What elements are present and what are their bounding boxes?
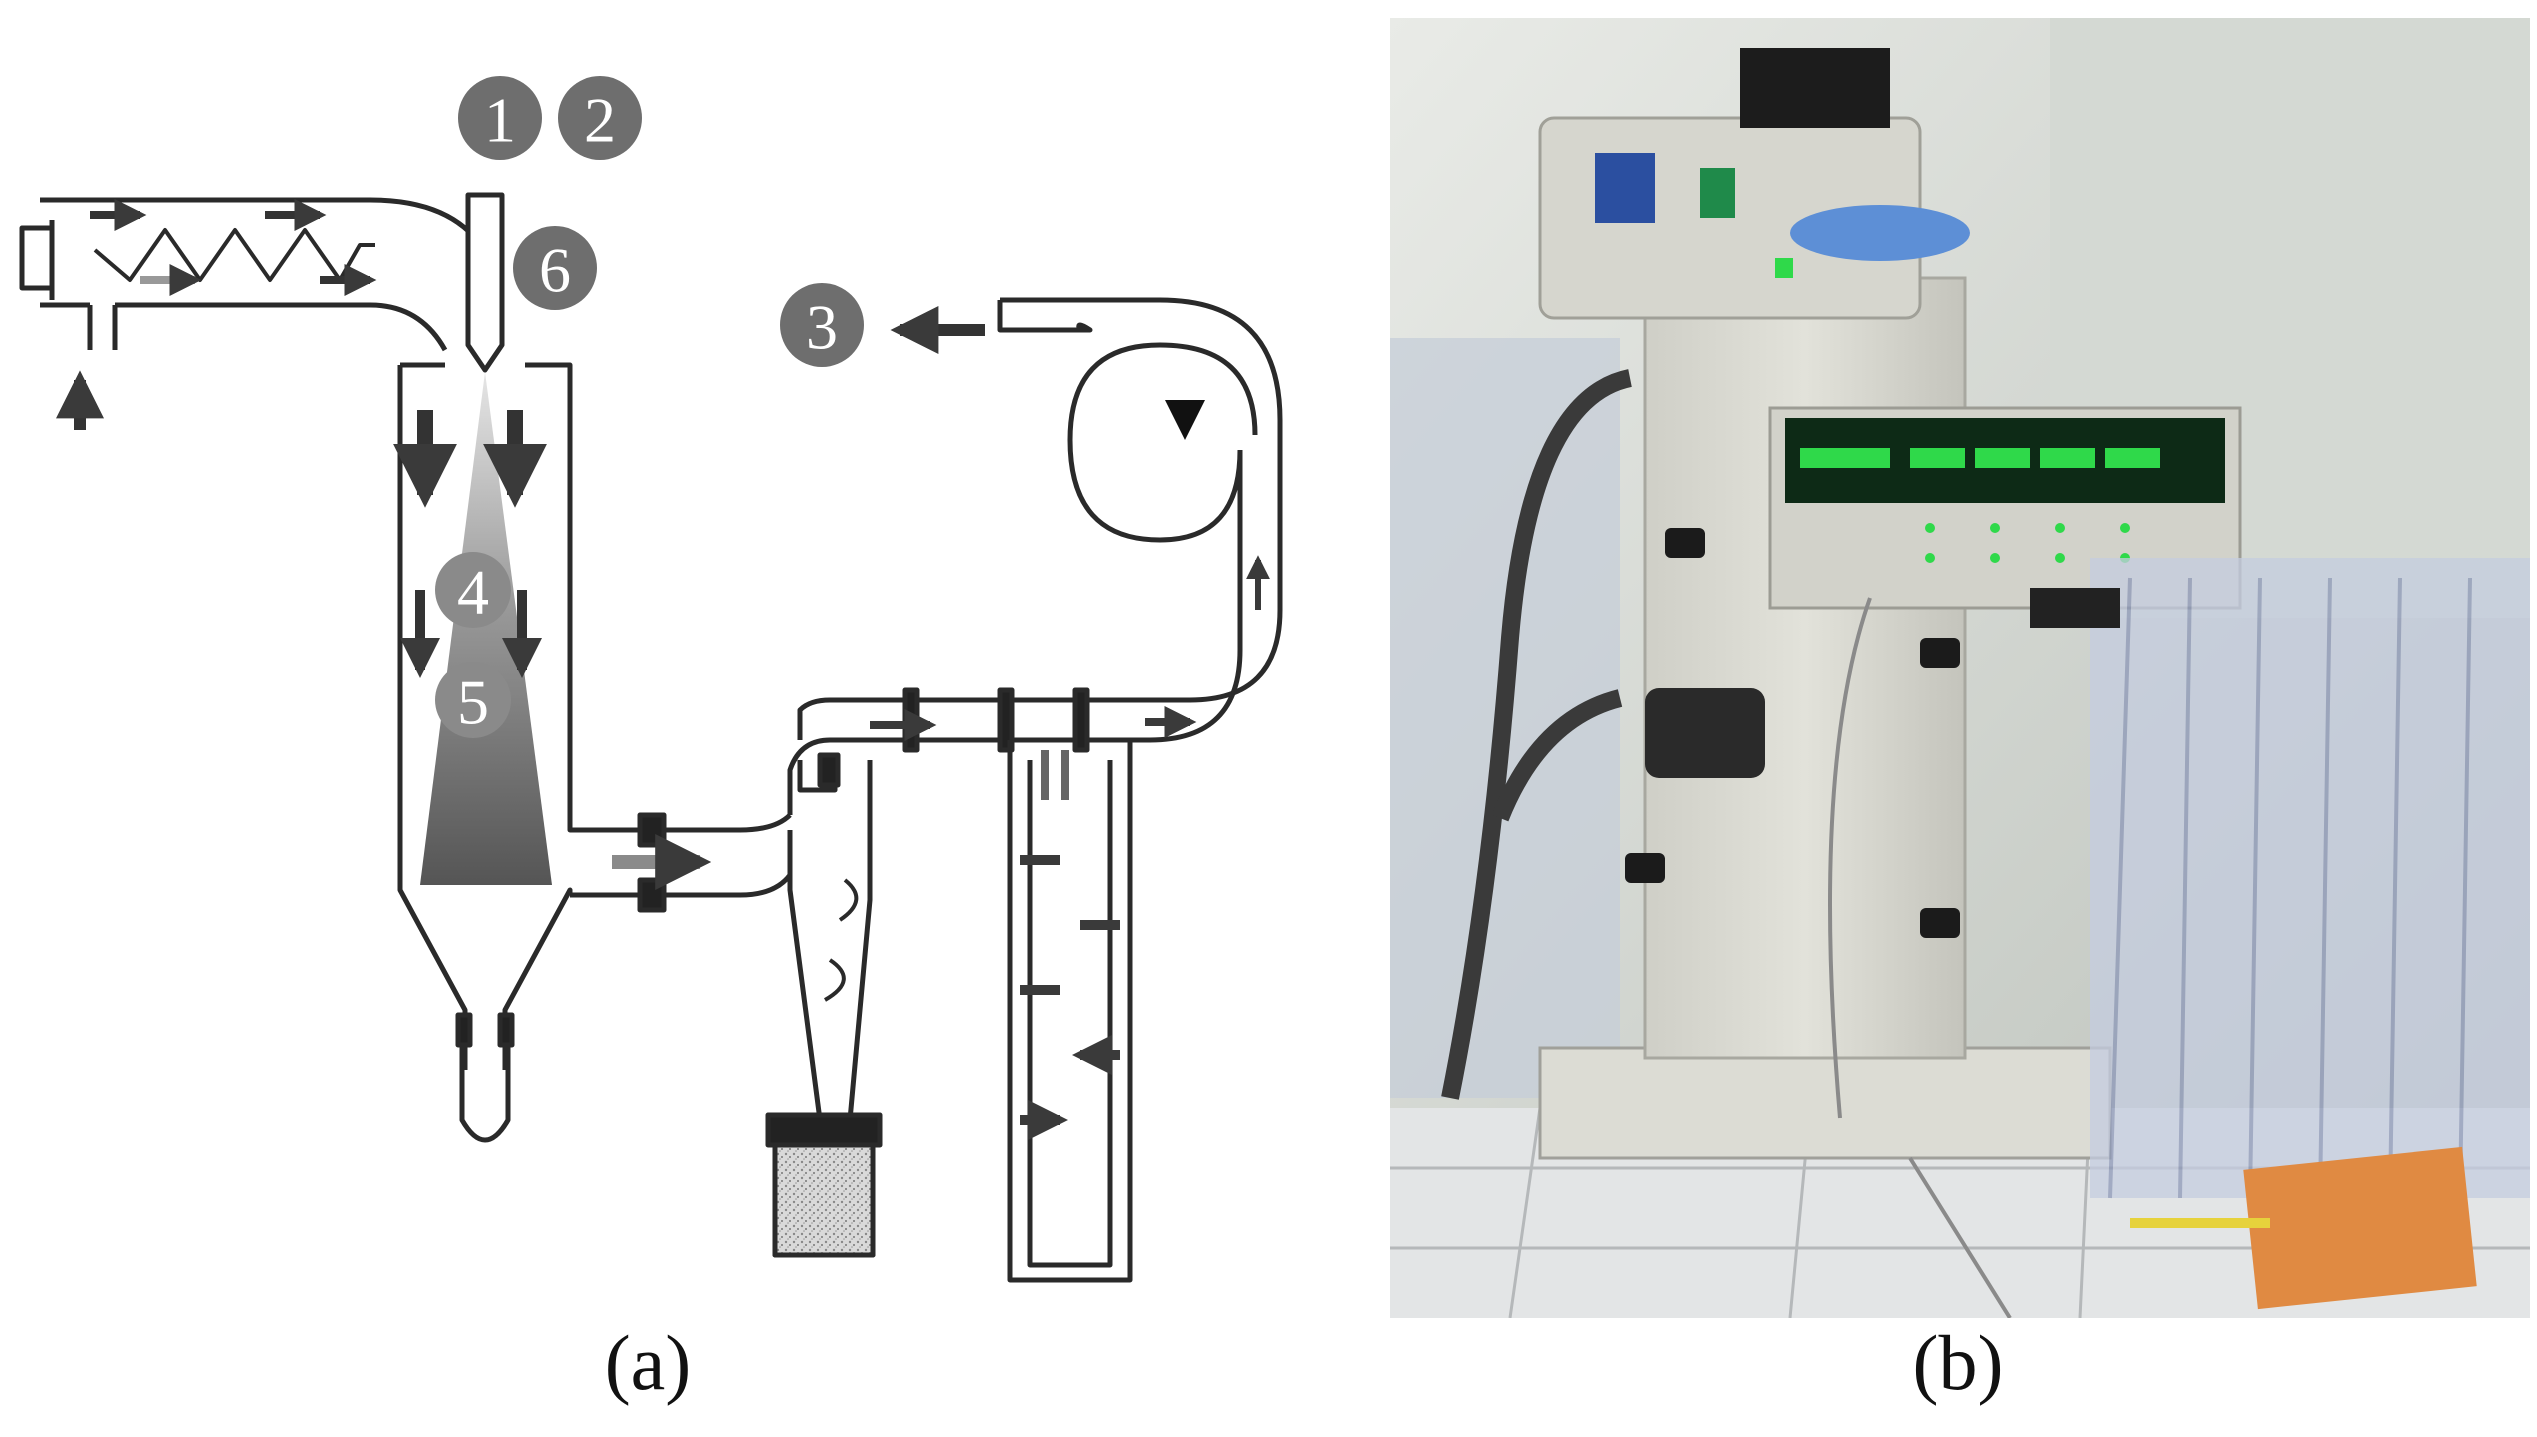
power-indicator (1775, 258, 1793, 278)
machine-column (1643, 276, 1967, 1060)
label-badges: 1 2 6 3 4 5 (435, 76, 864, 738)
badge-5: 5 (435, 662, 511, 738)
badge-1: 1 (458, 76, 542, 160)
svg-text:2: 2 (584, 85, 616, 156)
peristaltic-pump (1645, 688, 1765, 778)
svg-text:3: 3 (806, 292, 838, 363)
cable-bundle (2030, 588, 2120, 628)
cyclone (765, 737, 900, 1258)
green-sticker (1700, 168, 1735, 218)
display-segments (1800, 448, 2160, 563)
caption-a: (a) (604, 1319, 692, 1406)
badge-4: 4 (435, 552, 511, 628)
caption-b: (b) (1912, 1319, 2004, 1406)
yellow-tape (2130, 1218, 2270, 1228)
air-heater-tube (19, 197, 493, 352)
spray-cone (420, 372, 552, 885)
top-electronics (1740, 48, 1890, 128)
svg-text:1: 1 (484, 85, 516, 156)
badge-2: 2 (558, 76, 642, 160)
svg-text:5: 5 (457, 667, 489, 738)
drying-chamber (397, 362, 590, 1143)
cyclone-outlet-pipe (797, 297, 1283, 753)
svg-text:4: 4 (457, 557, 489, 628)
svg-text:6: 6 (539, 235, 571, 306)
badge-6: 6 (513, 226, 597, 310)
feed-bottle (1790, 205, 1970, 261)
spray-dryer-photo (1390, 18, 2530, 1318)
nozzle (465, 192, 505, 373)
outlet-pipe (590, 812, 792, 913)
orange-notebook (2243, 1146, 2477, 1310)
eu-label (1595, 153, 1655, 223)
spray-dryer-schematic: 1 2 6 3 4 5 (19, 76, 1283, 1283)
tubing (1441, 369, 1633, 1100)
badge-3: 3 (780, 283, 864, 367)
outlet-filter (1007, 740, 1133, 1283)
column-knobs (1625, 528, 1960, 938)
plastic-curtain (2090, 558, 2530, 1199)
aspirator (997, 300, 1258, 543)
machine-base (1538, 1046, 2112, 1160)
